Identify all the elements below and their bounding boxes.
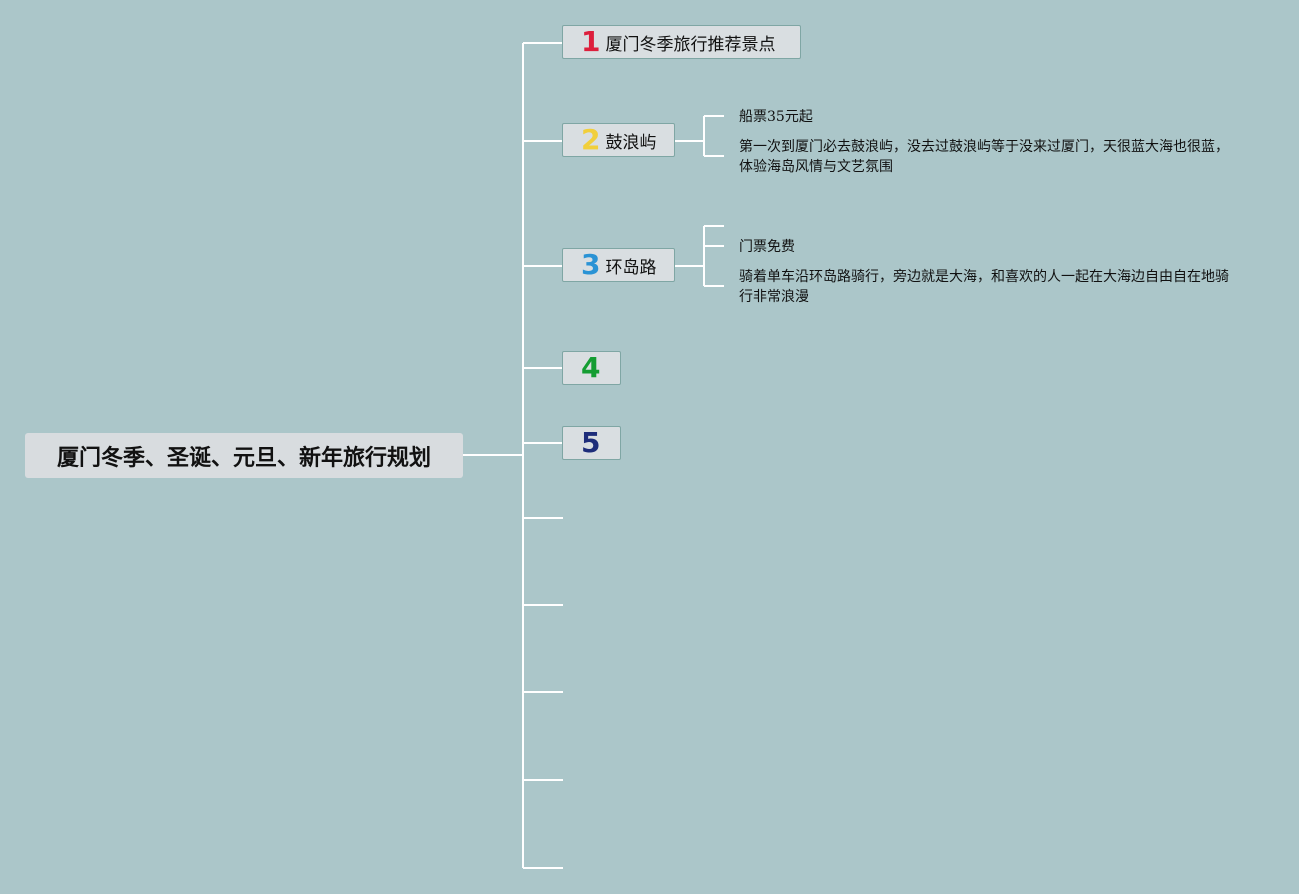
branch-node-1[interactable]: 1 厦门冬季旅行推荐景点 (562, 25, 801, 59)
branch-2-detail-description[interactable]: 第一次到厦门必去鼓浪屿，没去过鼓浪屿等于没来过厦门，天很蓝大海也很蓝，体验海岛风… (739, 139, 1229, 175)
branch-node-5[interactable]: 5 (562, 426, 621, 460)
branch-node-4[interactable]: 4 (562, 351, 621, 385)
branch-2-detail-ticket[interactable]: 船票35元起 (739, 109, 813, 125)
branch-number-3: 3 (581, 248, 601, 281)
branch-number-1: 1 (581, 25, 601, 58)
branch-label-2: 鼓浪屿 (605, 132, 657, 153)
branch-label-1: 厦门冬季旅行推荐景点 (605, 34, 776, 55)
branch-node-2[interactable]: 2 鼓浪屿 (562, 123, 675, 157)
branch-number-5: 5 (581, 426, 601, 459)
branch-3-detail-ticket[interactable]: 门票免费 (739, 239, 795, 255)
root-topic[interactable]: 厦门冬季、圣诞、元旦、新年旅行规划 (25, 433, 463, 478)
branch-node-3[interactable]: 3 环岛路 (562, 248, 675, 282)
branch-number-2: 2 (581, 123, 601, 156)
branch-number-4: 4 (581, 351, 601, 384)
branch-label-3: 环岛路 (605, 257, 657, 278)
branch-3-detail-description[interactable]: 骑着单车沿环岛路骑行，旁边就是大海，和喜欢的人一起在大海边自由自在地骑行非常浪漫 (739, 269, 1229, 305)
